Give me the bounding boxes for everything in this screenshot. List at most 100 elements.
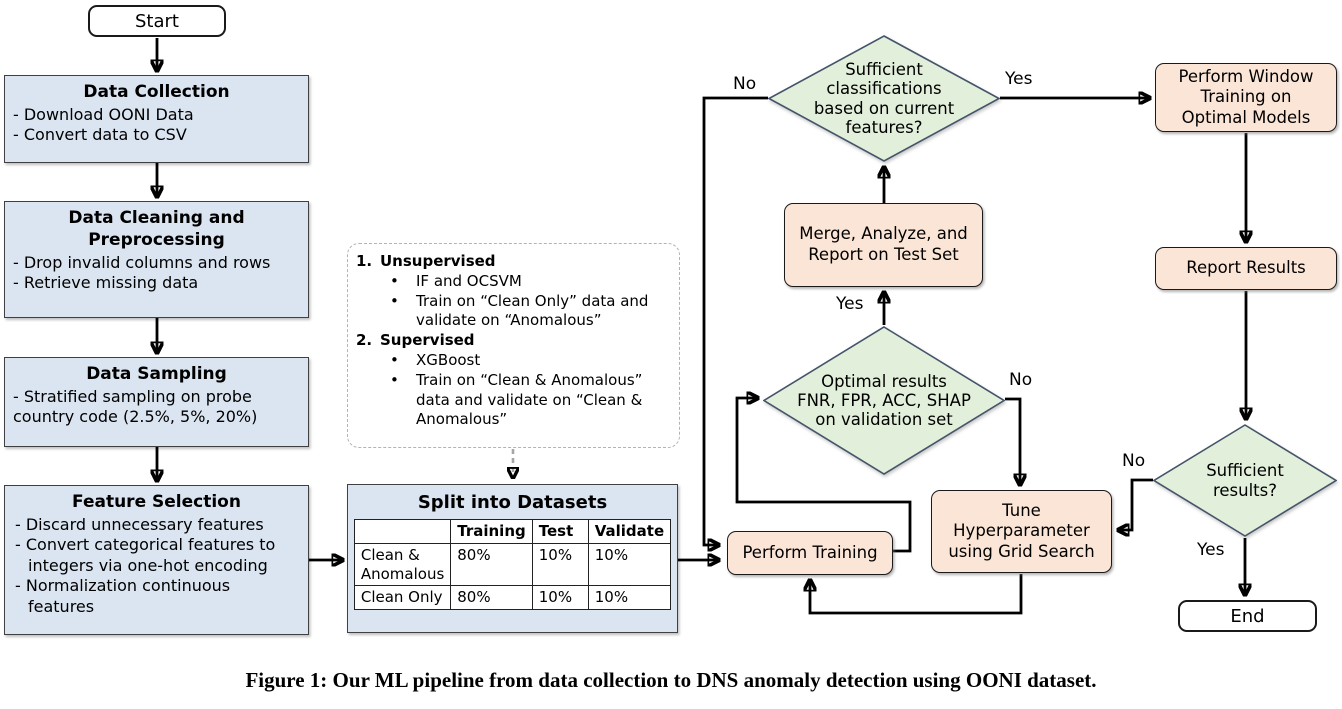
methods-bullet: • Train on “Clean Only” data and validat… bbox=[356, 292, 669, 332]
split-datasets-table: Training Test Validate Clean & Anomalous… bbox=[353, 519, 672, 610]
edge-label-yes: Yes bbox=[1005, 69, 1033, 89]
methods-bullet: • Train on “Clean & Anomalous” data and … bbox=[356, 371, 669, 430]
decision-line: based on current bbox=[813, 98, 955, 118]
start-label: Start bbox=[135, 10, 179, 32]
edge-tune-to-perform-training bbox=[810, 574, 1023, 615]
process-data-cleaning: Data Cleaning and Preprocessing - Drop i… bbox=[4, 201, 309, 318]
split-datasets-title: Split into Datasets bbox=[417, 492, 608, 513]
start-terminal: Start bbox=[88, 5, 226, 37]
table-row: Clean Only 80% 10% 10% bbox=[353, 585, 672, 610]
decision-line: Sufficient bbox=[845, 59, 923, 79]
edge-d3-no-to-tune bbox=[1118, 478, 1153, 530]
bullet-icon: • bbox=[390, 291, 399, 310]
process-split-datasets: Split into Datasets Training Test Valida… bbox=[347, 484, 678, 633]
decision-line: features? bbox=[845, 117, 923, 137]
decision-line: classifications bbox=[826, 79, 942, 99]
methods-bullet: • XGBoost bbox=[356, 351, 669, 371]
feature-selection-title: Feature Selection bbox=[72, 492, 241, 512]
table-row: Clean & Anomalous 80% 10% 10% bbox=[353, 542, 672, 587]
decision-line: Sufficient bbox=[1206, 461, 1284, 481]
decision-line: on validation set bbox=[815, 410, 953, 430]
bullet-icon: • bbox=[390, 271, 399, 290]
bullet-icon: • bbox=[390, 350, 399, 369]
decision-text: Sufficient results? bbox=[1153, 424, 1337, 537]
methods-item-number: 1. bbox=[356, 252, 373, 270]
table-cell: 80% bbox=[450, 585, 533, 610]
edge-label-no: No bbox=[733, 74, 757, 94]
figure-caption: Figure 1: Our ML pipeline from data coll… bbox=[245, 668, 1097, 692]
decision-sufficient-results: Sufficient results? bbox=[1153, 424, 1337, 537]
action-line: Hyperparameter bbox=[953, 521, 1090, 541]
feature-selection-bullet: - Convert categorical features to intege… bbox=[15, 535, 276, 575]
decision-text: Optimal results FNR, FPR, ACC, SHAP on v… bbox=[763, 326, 1005, 475]
action-perform-training: Perform Training bbox=[727, 531, 893, 575]
methods-bullet-text: IF and OCSVM bbox=[416, 271, 522, 290]
table-header-cell: Test bbox=[531, 519, 589, 544]
action-tune-hyperparameter: Tune Hyperparameter using Grid Search bbox=[931, 490, 1112, 573]
data-cleaning-bullet: - Retrieve missing data bbox=[13, 272, 199, 292]
action-perform-window-training: Perform Window Training on Optimal Model… bbox=[1155, 63, 1337, 132]
data-collection-bullet: - Download OONI Data bbox=[13, 104, 194, 124]
edge-label-no: No bbox=[1122, 451, 1146, 471]
data-sampling-bullet: - Stratified sampling on probe country c… bbox=[13, 386, 258, 427]
table-cell: 10% bbox=[587, 585, 672, 610]
data-collection-bullet: - Convert data to CSV bbox=[13, 125, 187, 145]
action-line: Perform Window bbox=[1178, 66, 1314, 86]
decision-text: Sufficient classifications based on curr… bbox=[768, 35, 1000, 162]
methods-item-supervised: 2. Supervised bbox=[356, 331, 669, 351]
methods-bullet-text: XGBoost bbox=[416, 350, 481, 369]
methods-item-title: Unsupervised bbox=[380, 252, 496, 270]
action-report-results: Report Results bbox=[1155, 247, 1337, 290]
end-terminal: End bbox=[1178, 600, 1317, 632]
action-line: using Grid Search bbox=[948, 541, 1095, 561]
decision-line: FNR, FPR, ACC, SHAP bbox=[797, 390, 971, 410]
table-cell: 10% bbox=[531, 585, 589, 610]
process-data-collection: Data Collection - Download OONI Data - C… bbox=[4, 75, 309, 163]
data-cleaning-title: Data Cleaning and Preprocessing bbox=[68, 208, 245, 250]
edge-label-yes: Yes bbox=[1197, 540, 1225, 560]
table-cell: 10% bbox=[531, 542, 589, 587]
methods-bullet-text: Train on “Clean & Anomalous” data and va… bbox=[416, 370, 643, 429]
decision-sufficient-classifications: Sufficient classifications based on curr… bbox=[768, 35, 1000, 162]
table-cell: 10% bbox=[587, 542, 672, 587]
action-line: Training on bbox=[1200, 87, 1292, 107]
action-line: Tune bbox=[1002, 500, 1041, 520]
decision-optimal-results: Optimal results FNR, FPR, ACC, SHAP on v… bbox=[763, 326, 1005, 475]
methods-item-number: 2. bbox=[356, 331, 373, 350]
methods-note: 1. Unsupervised • IF and OCSVM • Train o… bbox=[347, 243, 680, 448]
methods-item-unsupervised: 1. Unsupervised bbox=[356, 252, 669, 272]
feature-selection-bullet: - Normalization continuous features bbox=[15, 576, 231, 616]
action-line: Optimal Models bbox=[1181, 107, 1311, 127]
data-cleaning-bullet: - Drop invalid columns and rows bbox=[13, 252, 271, 272]
action-line: Report Results bbox=[1186, 258, 1306, 278]
diamond-shape bbox=[768, 35, 1000, 162]
feature-selection-bullet: - Discard unnecessary features bbox=[15, 514, 264, 534]
edge-label-no: No bbox=[1009, 370, 1033, 390]
process-feature-selection: Feature Selection - Discard unnecessary … bbox=[4, 485, 309, 635]
table-cell: Clean & Anomalous bbox=[353, 542, 452, 587]
decision-line: results? bbox=[1212, 480, 1278, 500]
diamond-shape bbox=[763, 326, 1005, 475]
table-header-row: Training Test Validate bbox=[353, 519, 672, 544]
table-cell: 80% bbox=[450, 542, 533, 587]
action-merge-analyze-report: Merge, Analyze, and Report on Test Set bbox=[784, 203, 983, 287]
action-line: Merge, Analyze, and bbox=[799, 224, 968, 244]
diamond-shape bbox=[1153, 424, 1337, 537]
data-sampling-title: Data Sampling bbox=[86, 364, 227, 384]
edge-label-yes: Yes bbox=[836, 294, 864, 314]
table-header-cell: Validate bbox=[587, 519, 672, 544]
table-cell: Clean Only bbox=[353, 585, 452, 610]
edge-d2-no-to-tune bbox=[1005, 397, 1020, 485]
methods-bullet: • IF and OCSVM bbox=[356, 272, 669, 292]
bullet-icon: • bbox=[390, 370, 399, 389]
end-label: End bbox=[1230, 605, 1265, 627]
methods-bullet-text: Train on “Clean Only” data and validate … bbox=[416, 291, 649, 330]
action-line: Perform Training bbox=[742, 542, 878, 562]
methods-item-title: Supervised bbox=[380, 331, 475, 350]
table-header-cell: Training bbox=[450, 519, 533, 544]
action-line: Report on Test Set bbox=[808, 245, 959, 264]
edge-d1-no-to-perform-training bbox=[702, 96, 768, 545]
table-header-cell bbox=[353, 519, 452, 544]
data-collection-title: Data Collection bbox=[83, 82, 230, 102]
